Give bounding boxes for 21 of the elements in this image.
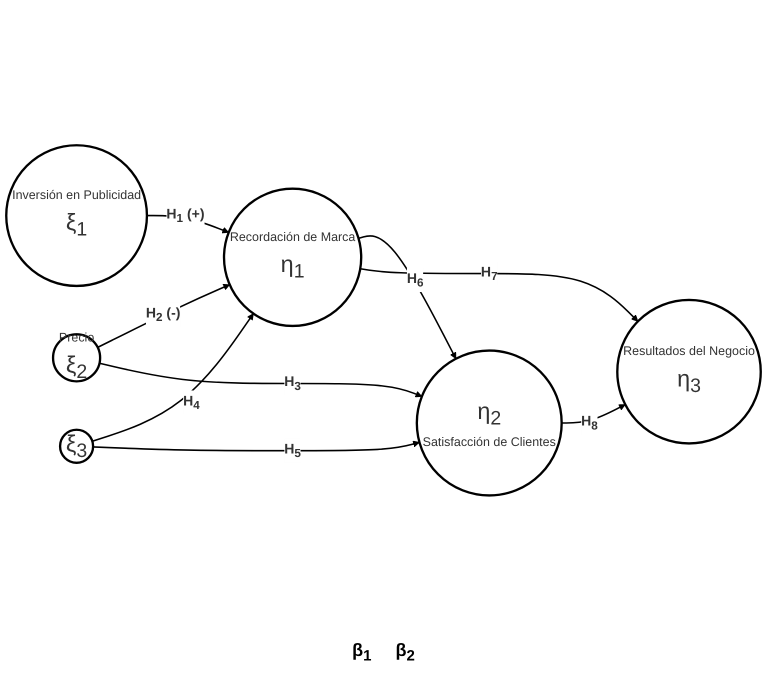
node-circle: Resultados del Negocio η$_{3}$ xyxy=(616,298,762,444)
arrow xyxy=(92,312,254,442)
edge-label: H$_{2}$ (-) xyxy=(146,304,180,324)
arrow xyxy=(358,234,456,359)
node-circle: Recordación de Marca η$_{1}$ xyxy=(222,187,362,327)
arrow xyxy=(360,268,638,322)
arrow xyxy=(93,440,420,452)
edge-label: H$_{8}$ xyxy=(581,412,598,432)
coefficient-label: β$_{1}$ xyxy=(352,640,372,665)
node-circle: ξ$_{3}$ xyxy=(58,428,94,464)
arrow xyxy=(97,284,230,348)
coefficient-label: β$_{2}$ xyxy=(396,640,415,665)
arrow xyxy=(99,362,422,398)
edge-label: H$_{3}$ xyxy=(284,373,301,393)
edge-label: H$_{6}$ xyxy=(406,270,424,290)
edge-label: H$_{4}$ xyxy=(183,392,200,412)
edge-label: H$_{7}$ xyxy=(480,263,498,283)
edge-label: H$_{1}$ (+) xyxy=(166,205,205,225)
node-circle: η$_{2}$ Satisfacción de Clientes xyxy=(416,349,563,496)
node-circle: Inversión en Publicidad ξ$_{1}$ xyxy=(5,144,148,287)
edge-label: H$_{5}$ xyxy=(284,440,301,460)
